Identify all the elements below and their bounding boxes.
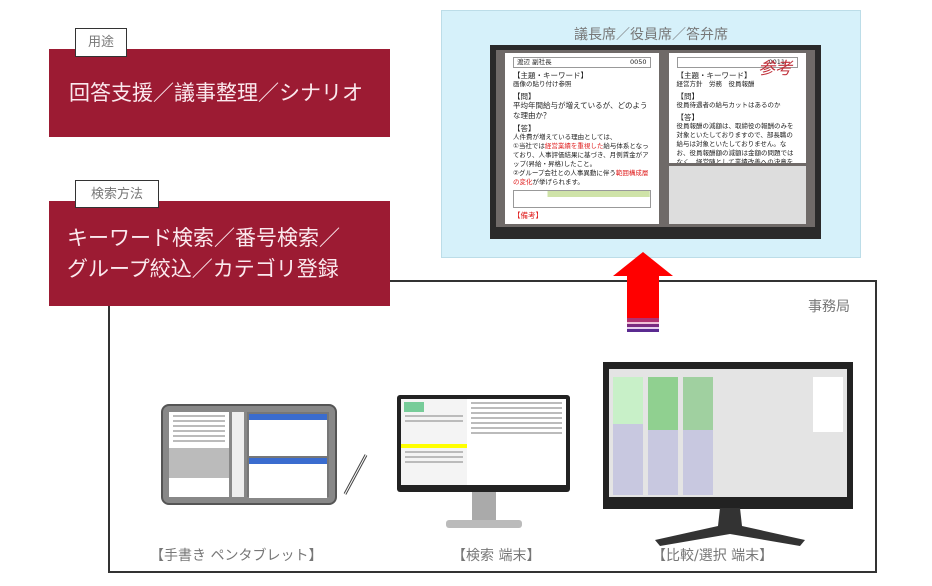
- compare-terminal-monitor: [603, 362, 853, 509]
- left-doc-note-label: 【備考】: [513, 211, 543, 220]
- right-doc-q-label: 【問】: [676, 92, 700, 101]
- left-doc-kw-label: 【主題・キーワード】: [513, 71, 588, 80]
- search-box: キーワード検索／番号検索／ グループ絞込／カテゴリ登録: [49, 201, 390, 306]
- search-text-line2: グループ絞込／カテゴリ登録: [67, 256, 339, 281]
- right-doc-number: 0011: [676, 57, 798, 68]
- usage-text: 回答支援／議事整理／シナリオ: [69, 80, 363, 105]
- up-arrow-icon: [613, 252, 673, 332]
- pen-tablet-label: 【手書き ペンタブレット】: [150, 548, 323, 564]
- usage-box: 回答支援／議事整理／シナリオ: [49, 49, 390, 137]
- right-doc-a-label: 【答】: [676, 113, 700, 122]
- right-document: 0011 【主題・キーワード】 経営方針 労務 役員報酬 参考 【問】 役員待遇…: [668, 53, 806, 163]
- office-label: 事務局: [808, 299, 850, 315]
- left-doc-header: 渡辺 副社長: [517, 58, 552, 66]
- left-doc-q: 平均年間給与が増えているが、どのような理由か？: [513, 101, 648, 120]
- compare-monitor-stand: [655, 508, 805, 546]
- left-doc-q-label: 【問】: [513, 92, 536, 101]
- right-doc-q: 役員待遇者の給与カットはあるのか: [676, 101, 781, 109]
- mini-table: [513, 190, 651, 208]
- chair-display: 渡辺 副社長 0050 【主題・キーワード】 画像の貼り付け参照 【問】 平均年間…: [490, 45, 821, 239]
- stylus-pen-icon: [343, 454, 368, 495]
- usage-tag: 用途: [75, 28, 127, 57]
- left-document: 渡辺 副社長 0050 【主題・キーワード】 画像の貼り付け参照 【問】 平均年間…: [505, 53, 659, 224]
- search-monitor-stand: [472, 492, 496, 522]
- pen-tablet: [161, 404, 337, 505]
- left-doc-a3: ②グループ会社との人事異動に伴う範囲構成層の変化が挙げられます。: [513, 169, 649, 186]
- right-doc-kw: 経営方針 労務 役員報酬: [676, 80, 755, 88]
- handwritten-stamp: 参考: [758, 59, 792, 79]
- office-frame: [108, 280, 877, 573]
- right-doc-kw-label: 【主題・キーワード】: [676, 71, 752, 80]
- left-doc-a-label: 【答】: [513, 124, 536, 133]
- compare-terminal-label: 【比較/選択 端末】: [652, 548, 774, 564]
- left-doc-a2: ①当社では経営業績を重視した給与体系となっており、人事評価結果に基づき、月例賃金…: [513, 142, 649, 168]
- search-monitor-base: [446, 520, 522, 528]
- chair-panel: 議長席／役員席／答弁席 渡辺 副社長 0050 【主題・キーワード】 画像の貼り付…: [441, 10, 861, 258]
- left-doc-number: 0050: [629, 58, 647, 66]
- chair-panel-title: 議長席／役員席／答弁席: [574, 27, 728, 43]
- search-terminal-label: 【検索 端末】: [452, 548, 541, 564]
- left-doc-a1: 人件費が増えている理由としては、: [513, 133, 617, 141]
- search-text-line1: キーワード検索／番号検索／: [67, 225, 340, 250]
- search-terminal-monitor: [397, 395, 570, 492]
- search-tag: 検索方法: [75, 180, 159, 208]
- left-doc-kw: 画像の貼り付け参照: [513, 80, 572, 88]
- right-doc-a: 役員報酬の減額は、取締役の報酬のみを対象といたしておりますので、部長職の給与は対…: [676, 122, 794, 163]
